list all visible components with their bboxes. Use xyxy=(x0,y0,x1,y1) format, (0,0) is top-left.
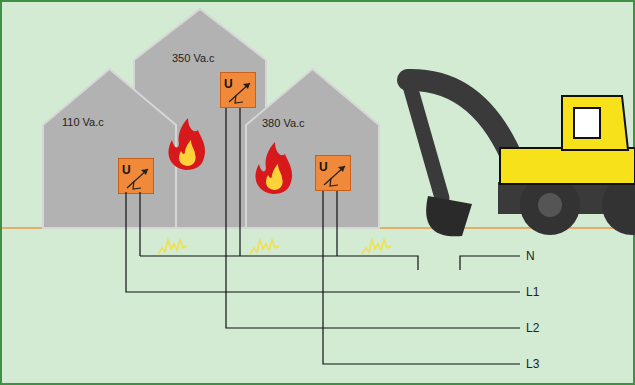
conductor-label: L3 xyxy=(526,357,539,371)
supply-wires xyxy=(126,108,520,364)
fire-symbol xyxy=(168,118,205,170)
house-shape xyxy=(42,68,177,228)
house: 380 Va.cU xyxy=(245,68,380,228)
meter-label: U xyxy=(224,77,233,91)
excavator xyxy=(408,80,635,236)
conductor-label: L2 xyxy=(526,321,539,335)
conductor-label: L1 xyxy=(526,285,539,299)
meter-box: U xyxy=(315,155,351,191)
house: 110 Va.cU xyxy=(42,68,177,228)
fire-symbol xyxy=(255,142,292,194)
conductor-label: N xyxy=(526,249,535,263)
meter-box: U xyxy=(118,158,154,194)
house-shape xyxy=(245,68,380,228)
house-label: 350 Va.c xyxy=(172,52,215,64)
meter-box: U xyxy=(220,72,256,108)
house-label: 380 Va.c xyxy=(262,117,305,129)
meter-label: U xyxy=(122,163,131,177)
spark-symbols xyxy=(158,240,391,254)
house-label: 110 Va.c xyxy=(62,116,104,128)
meter-label: U xyxy=(319,160,328,174)
